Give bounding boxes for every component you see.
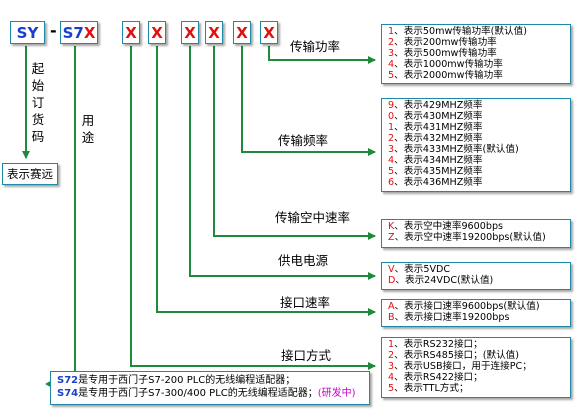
code-box-x4: X — [205, 21, 223, 44]
line-power — [268, 46, 376, 64]
option-frequency-4: 4、表示434MHZ频率 — [388, 155, 483, 166]
option-air-speed-z: Z、表示空中速率19200bps(默认值) — [388, 232, 546, 243]
option-frequency-9: 9、表示429MHZ频率 — [388, 100, 483, 111]
vertical-label-start-code: 起始订货码 — [31, 61, 45, 144]
option-frequency-0: 0、表示430MHZ频率 — [388, 111, 483, 122]
option-interface-mode-5: 5、表示TTL方式； — [388, 383, 469, 394]
line-interface-speed — [156, 46, 376, 316]
option-interface-mode-3: 3、表示USB接口，用于连接PC； — [388, 361, 532, 372]
line-usage — [53, 46, 76, 385]
option-power-3: 3、表示500mw传输功率 — [388, 48, 497, 59]
options-box-frequency: 9、表示429MHZ频率 0、表示430MHZ频率 1、表示431MHZ频率 2… — [381, 98, 571, 192]
usage-note-box: S72是专用于西门子S7-200 PLC的无线编程适配器； S74是专用于西门子… — [50, 371, 370, 405]
code-sy-text: SY — [16, 23, 39, 42]
usage-note-line-s74: S74是专用于西门子S7-300/400 PLC的无线编程适配器；(研发中) — [57, 388, 356, 399]
option-frequency-3: 3、表示433MHZ频率(默认值) — [388, 144, 519, 155]
code-box-x3: X — [181, 21, 199, 44]
line-air-speed — [213, 46, 376, 240]
code-box-sy: SY — [10, 21, 45, 44]
option-frequency-6: 6、表示436MHZ频率 — [388, 177, 483, 188]
option-power-1: 1、表示50mw传输功率(默认值) — [388, 26, 527, 37]
line-frequency — [241, 46, 376, 156]
code-x2-text: X — [151, 23, 163, 42]
code-box-x2: X — [148, 21, 166, 44]
code-box-x1: X — [122, 21, 140, 44]
vertical-label-usage: 用途 — [81, 113, 95, 145]
group-label-frequency: 传输频率 — [278, 133, 329, 148]
code-x5-text: X — [236, 23, 248, 42]
group-label-air-speed: 传输空中速率 — [275, 210, 351, 225]
option-frequency-1: 1、表示431MHZ频率 — [388, 122, 483, 133]
line-interface-mode — [130, 46, 376, 370]
remote-box-text: 表示赛远 — [7, 167, 53, 181]
group-label-power: 传输功率 — [290, 39, 341, 54]
code-box-x6: X — [260, 21, 278, 44]
option-frequency-2: 2、表示432MHZ频率 — [388, 133, 483, 144]
code-box-x5: X — [233, 21, 251, 44]
code-x1-text: X — [125, 23, 137, 42]
option-power-4: 4、表示1000mw传输功率 — [388, 59, 503, 70]
options-box-interface-mode: 1、表示RS232接口； 2、表示RS485接口；(默认值) 3、表示USB接口… — [381, 337, 571, 398]
option-air-speed-k: K、表示空中速率9600bps — [388, 221, 504, 232]
options-box-interface-speed: A、表示接口速率9600bps(默认值) B、表示接口速率19200bps — [381, 299, 571, 327]
option-interface-speed-a: A、表示接口速率9600bps(默认值) — [388, 301, 540, 312]
code-x4-text: X — [208, 23, 220, 42]
code-s7-prefix: S7 — [62, 23, 84, 42]
group-label-power-supply: 供电电源 — [278, 253, 329, 268]
option-frequency-5: 5、表示435MHZ频率 — [388, 166, 483, 177]
option-interface-speed-b: B、表示接口速率19200bps — [388, 312, 510, 323]
option-interface-mode-2: 2、表示RS485接口；(默认值) — [388, 350, 520, 361]
option-interface-mode-1: 1、表示RS232接口； — [388, 339, 483, 350]
option-power-supply-v: V、表示5VDC — [388, 264, 451, 275]
group-label-interface-mode: 接口方式 — [281, 348, 332, 363]
options-box-power: 1、表示50mw传输功率(默认值) 2、表示200mw传输功率 3、表示500m… — [381, 24, 571, 84]
code-x6-text: X — [263, 23, 275, 42]
option-power-2: 2、表示200mw传输功率 — [388, 37, 497, 48]
code-x3-text: X — [184, 23, 196, 42]
options-box-power-supply: V、表示5VDC D、表示24VDC(默认值) — [381, 262, 571, 290]
option-power-supply-d: D、表示24VDC(默认值) — [388, 275, 494, 286]
option-power-5: 5、表示2000mw传输功率 — [388, 70, 503, 81]
remote-box: 表示赛远 — [2, 163, 58, 185]
code-s7-suffix: X — [83, 23, 96, 42]
usage-note-line-s72: S72是专用于西门子S7-200 PLC的无线编程适配器； — [57, 375, 296, 386]
code-dash: - — [50, 21, 57, 40]
option-interface-mode-4: 4、表示RS422接口； — [388, 372, 483, 383]
line-power-supply — [189, 46, 376, 280]
group-label-interface-speed: 接口速率 — [280, 295, 331, 310]
options-box-air-speed: K、表示空中速率9600bps Z、表示空中速率19200bps(默认值) — [381, 219, 571, 248]
